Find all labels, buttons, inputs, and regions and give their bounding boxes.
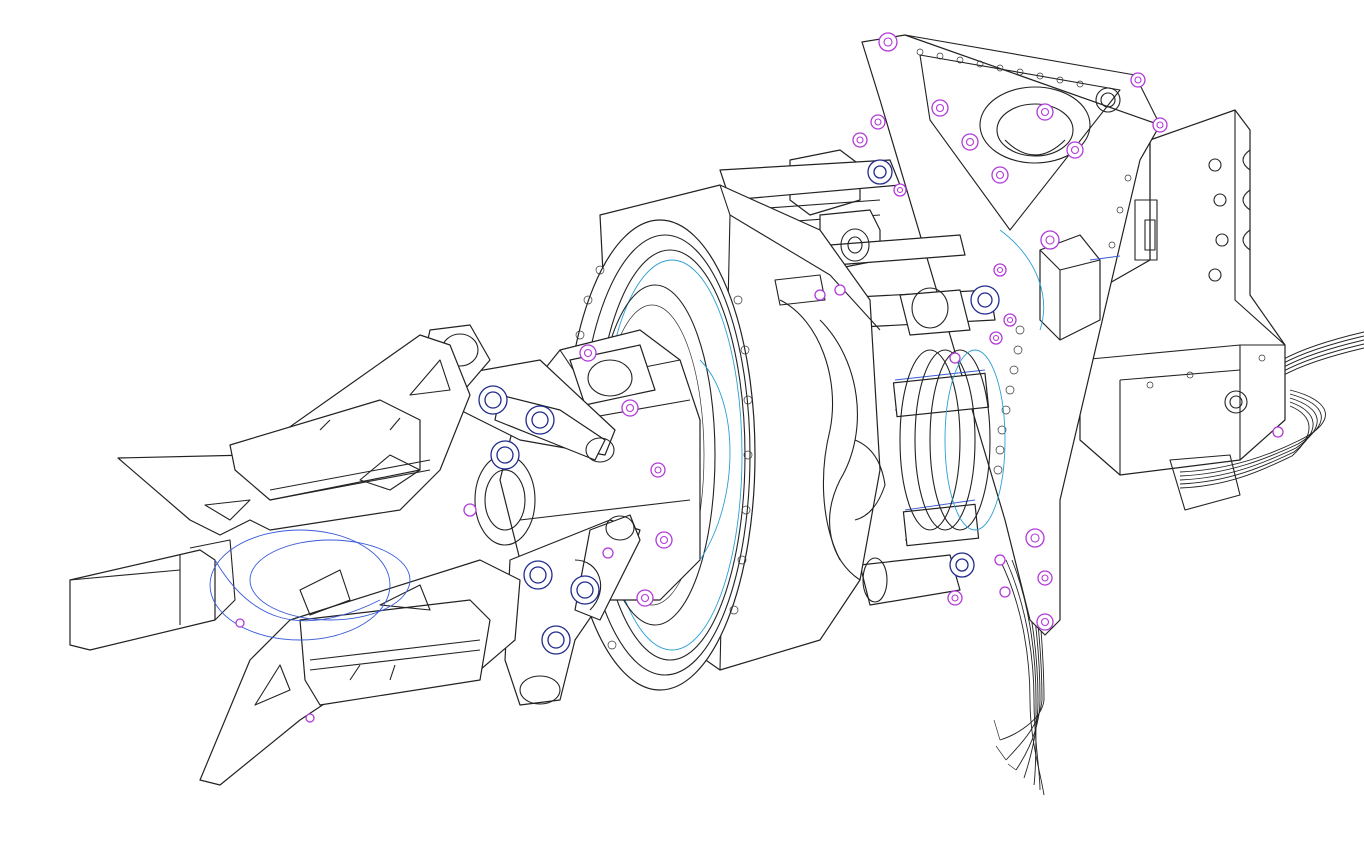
gripper-finger-lower bbox=[199, 559, 521, 786]
cap-screws bbox=[235, 32, 1168, 723]
mount-plate-holes bbox=[916, 48, 1132, 475]
triangular-mount-plate bbox=[861, 34, 1161, 636]
construction-arcs bbox=[209, 229, 1121, 641]
gripper-finger-upper bbox=[117, 334, 471, 536]
cable-harness bbox=[993, 331, 1364, 796]
wrist-mount-block bbox=[1079, 109, 1286, 511]
linkage-bearings bbox=[478, 159, 1000, 655]
gripper-finger-front bbox=[69, 539, 236, 651]
